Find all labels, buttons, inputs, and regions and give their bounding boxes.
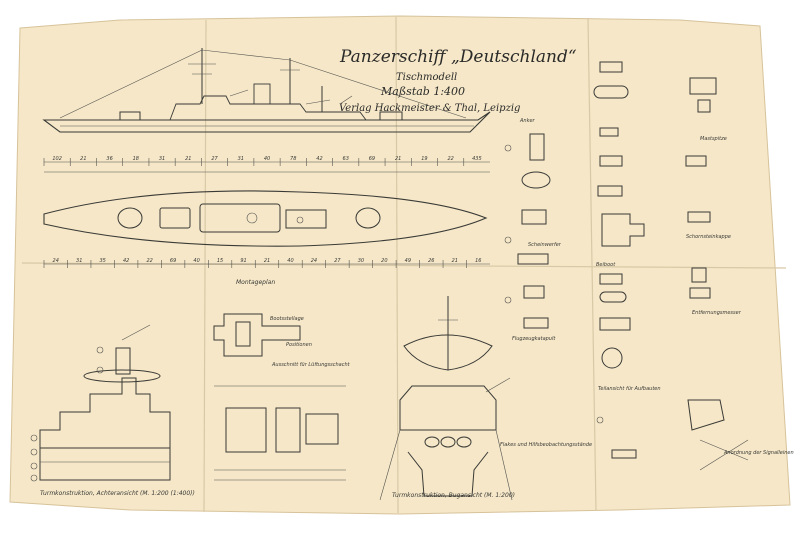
dimension-label: 31: [159, 156, 165, 162]
dimension-label: 15: [217, 258, 223, 264]
front-turret-label: Turmkonstruktion, Bugansicht (M. 1:200): [392, 492, 515, 499]
dimension-label: 20: [381, 258, 387, 264]
dimension-label: 27: [211, 156, 218, 162]
dimension-label: 42: [316, 156, 322, 162]
mast-top-label: Mastspitze: [700, 136, 727, 142]
drawing-subtitle: Tischmodell: [396, 72, 457, 83]
boat-label: Beiboot: [596, 262, 616, 268]
rangefinder-label: Entfernungsmesser: [692, 310, 742, 316]
dimension-label: 91: [240, 258, 246, 264]
drawing-publisher: Verlag Hackmeister & Thal, Leipzig: [339, 103, 520, 114]
deck-plan: [43, 190, 488, 247]
rear-turret-construction: [30, 324, 171, 482]
dimension-label: 21: [185, 156, 191, 162]
dimension-label: 42: [123, 258, 129, 264]
dimension-label: 102: [52, 156, 62, 162]
dimension-label: 435: [472, 156, 482, 162]
dimension-label: 26: [428, 258, 434, 264]
arrangement-label: Anordnung der Signalleinen: [723, 450, 794, 456]
plan-caption: Montageplan: [236, 279, 275, 286]
dimension-label: 40: [264, 156, 270, 162]
dimension-label: 24: [53, 258, 59, 264]
dimension-label: 22: [146, 258, 152, 264]
deck-parts-block: [213, 313, 346, 481]
dimension-label: 49: [405, 258, 411, 264]
dimension-label: 69: [170, 258, 176, 264]
dimension-label: 31: [238, 156, 244, 162]
dimension-label: 18: [133, 156, 139, 162]
dimension-label: 16: [475, 258, 481, 264]
detail-note-label: Teilansicht für Aufbauten: [598, 386, 661, 392]
dimension-label: 63: [343, 156, 349, 162]
dimension-label: 40: [193, 258, 199, 264]
dimension-label: 78: [290, 156, 296, 162]
dimension-label: 30: [358, 258, 364, 264]
deck-parts-label: Positionen: [286, 342, 312, 348]
dimension-label: 40: [287, 258, 293, 264]
dimension-label: 35: [99, 258, 105, 264]
dimension-label: 21: [264, 258, 270, 264]
searchlight-label: Scheinwerfer: [528, 242, 562, 248]
small-parts-column-3: Mastspitze Schornsteinkappe Entfernungsm…: [685, 77, 794, 471]
dimension-label: 36: [106, 156, 112, 162]
anchor-label: Anker: [519, 118, 536, 124]
dimension-label: 69: [369, 156, 375, 162]
drawing-title: Panzerschiff „Deutschland“: [339, 47, 577, 67]
dimension-label: 24: [311, 258, 317, 264]
fore-turret-plan: [355, 207, 381, 229]
catapult-label: Flugzeugkatapult: [512, 336, 556, 342]
deck-note-label: Ausschnitt für Lüftungsschacht: [271, 362, 351, 368]
dimension-label: 27: [334, 258, 341, 264]
small-parts-column-1: Anker Scheinwerfer Flugzeugkatapult: [504, 118, 562, 342]
dimension-label: 21: [452, 258, 458, 264]
crane-note-label: Flakes und Hilfsbeobachtungsstände: [500, 442, 592, 448]
title-block: Panzerschiff „Deutschland“ Tischmodell M…: [339, 47, 577, 114]
rear-turret-label: Turmkonstruktion, Achteransicht (M. 1:20…: [40, 490, 195, 497]
dimension-label: 19: [421, 156, 427, 162]
ship-profile: [42, 48, 491, 133]
aft-turret-plan: [117, 207, 143, 229]
small-parts-column-2: Beiboot Teilansicht für Aufbauten: [593, 61, 661, 459]
dimension-label: 21: [80, 156, 86, 162]
drawing-scale: Maßstab 1:400: [380, 85, 465, 98]
dimension-label: 21: [395, 156, 401, 162]
base-part-label: Bootsstellage: [270, 316, 304, 322]
dimension-label: 22: [447, 156, 453, 162]
funnel: [253, 83, 271, 105]
funnel-cap-label: Schornsteinkappe: [686, 234, 731, 240]
plan-dimension-line: 24 31 35 42 22 69 40 15 91 21 40 24 27 30 20 49 26 21 16: [43, 258, 490, 268]
dimension-label: 31: [76, 258, 82, 264]
front-turret-construction: [379, 296, 513, 501]
fold-lines: [21, 16, 787, 514]
profile-dimension-line: 102 21 36 18 31 21 27 31 40 78 42 63 69 21 19 22 435: [43, 156, 490, 173]
